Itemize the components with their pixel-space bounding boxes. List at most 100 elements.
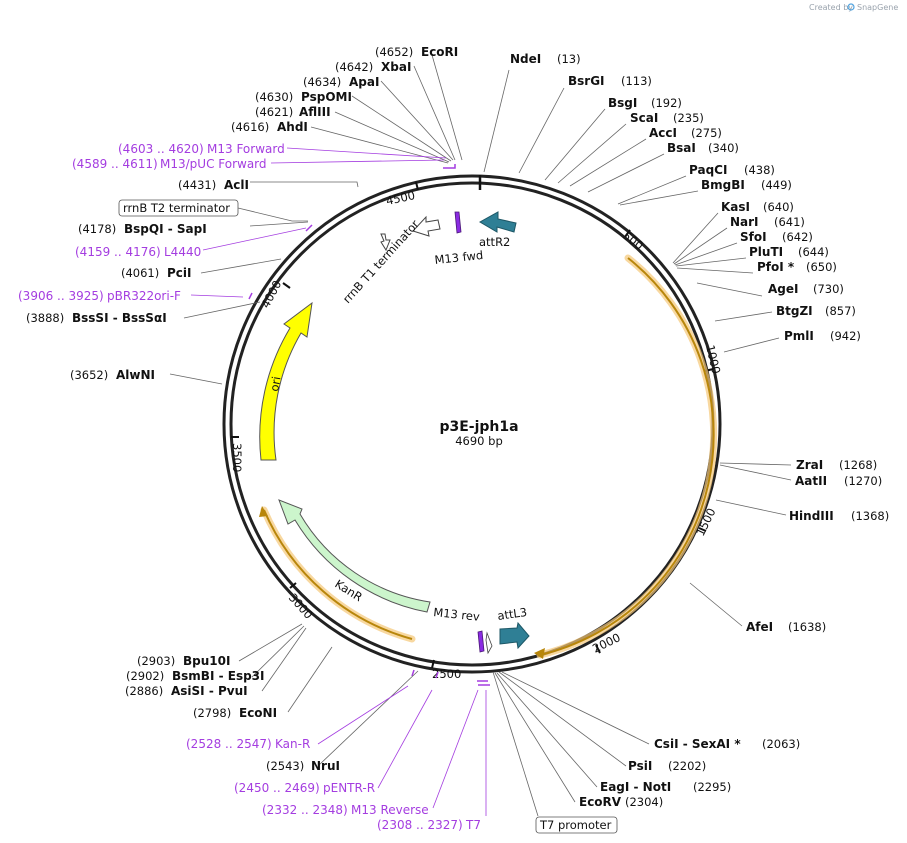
svg-text:(13): (13)	[557, 52, 581, 66]
svg-text:NdeI: NdeI	[510, 52, 541, 66]
primer-callout-lines	[190, 147, 487, 816]
feature-label-rrnb-t1: rrnB T1 terminator	[340, 217, 422, 306]
boxed-label-t7-promoter: T7 promoter	[535, 816, 618, 834]
site-bmgbi[interactable]: BmgBI(449)	[701, 178, 792, 192]
site-econi[interactable]: (2798) EcoNI	[193, 706, 277, 720]
primer-kan-r[interactable]: (2528 .. 2547)Kan-R	[186, 737, 310, 751]
primer-t7[interactable]: (2308 .. 2327)T7	[377, 818, 481, 832]
site-bsrgi[interactable]: BsrGI(113)	[568, 74, 652, 88]
svg-text:T7 promoter: T7 promoter	[539, 818, 612, 832]
svg-text:pBR322ori-F: pBR322ori-F	[107, 289, 181, 303]
feature-m13-rev: M13 rev	[433, 605, 493, 655]
svg-text:AhdI: AhdI	[277, 120, 308, 134]
credit-prefix: Created by	[809, 3, 853, 12]
primer-m13-forward[interactable]: (4603 .. 4620)M13 Forward	[118, 142, 285, 156]
site-nrui[interactable]: (2543)NruI	[266, 759, 340, 773]
site-pluti[interactable]: PluTI (644)	[749, 245, 829, 259]
primer-m13-reverse[interactable]: (2332 .. 2348)M13 Reverse	[262, 803, 429, 817]
site-csii-sexai[interactable]: CsiI - SexAI *(2063)	[654, 737, 800, 751]
site-pmli[interactable]: PmlI(942)	[784, 329, 861, 343]
site-xbai[interactable]: (4642)XbaI	[335, 60, 411, 74]
svg-text:(4431): (4431)	[178, 178, 216, 192]
site-aatii[interactable]: AatII(1270)	[795, 474, 882, 488]
site-bsai[interactable]: BsaI(340)	[667, 141, 739, 155]
site-eagi-noti[interactable]: EagI - NotI(2295)	[600, 780, 731, 794]
site-bsgi[interactable]: BsgI(192)	[608, 96, 682, 110]
feature-attl3: attL3	[496, 605, 530, 650]
svg-text:(4589 .. 4611): (4589 .. 4611)	[72, 157, 158, 171]
svg-text:ZraI: ZraI	[796, 458, 823, 472]
site-pcii[interactable]: (4061)PciI	[121, 266, 192, 280]
site-paqci[interactable]: PaqCI(438)	[689, 163, 775, 177]
svg-text:(4652): (4652)	[375, 45, 413, 59]
svg-text:EcoRV: EcoRV	[579, 795, 622, 809]
site-bspqi-sapi[interactable]: (4178)BspQI - SapI	[78, 222, 207, 236]
svg-text:Kan-R: Kan-R	[275, 737, 310, 751]
feature-label-m13-fwd: M13 fwd	[434, 248, 484, 267]
primer-l4440[interactable]: (4159 .. 4176)L4440	[75, 245, 201, 259]
site-asisi-pvui[interactable]: (2886)AsiSI - PvuI	[125, 684, 248, 698]
svg-text:(644): (644)	[798, 245, 829, 259]
svg-text:BtgZI: BtgZI	[776, 304, 813, 318]
site-afliii[interactable]: (4621)AflIII	[255, 105, 331, 119]
site-pfoi[interactable]: PfoI *(650)	[757, 260, 837, 274]
site-apai[interactable]: (4634)ApaI	[303, 75, 379, 89]
tick-3500: 3500	[230, 436, 244, 472]
site-bsssi[interactable]: (3888)BssSI - BssSαI	[26, 311, 167, 325]
tick-500: 500	[620, 228, 646, 253]
svg-text:(2543): (2543)	[266, 759, 304, 773]
svg-text:(2902): (2902)	[126, 669, 164, 683]
site-ahdi[interactable]: (4616)AhdI	[231, 120, 308, 134]
svg-text:(2332 .. 2348): (2332 .. 2348)	[262, 803, 348, 817]
tick-label-2500: 2500	[432, 667, 461, 681]
site-sfoi[interactable]: SfoI(642)	[740, 230, 813, 244]
svg-text:(4178): (4178)	[78, 222, 116, 236]
svg-text:EagI - NotI: EagI - NotI	[600, 780, 671, 794]
tick-label-3000: 3000	[286, 591, 316, 622]
svg-text:EcoNI: EcoNI	[239, 706, 277, 720]
svg-text:PsiI: PsiI	[628, 759, 652, 773]
site-scai[interactable]: ScaI(235)	[630, 111, 704, 125]
svg-text:XbaI: XbaI	[381, 60, 411, 74]
svg-text:(4603 .. 4620): (4603 .. 4620)	[118, 142, 204, 156]
site-callout-lines	[169, 54, 792, 817]
site-ecorv[interactable]: EcoRV(2304)	[579, 795, 663, 809]
primer-pbr322ori-f[interactable]: (3906 .. 3925)pBR322ori-F	[18, 289, 181, 303]
svg-text:M13 Forward: M13 Forward	[207, 142, 285, 156]
site-pspomi[interactable]: (4630)PspOMI	[255, 90, 352, 104]
site-psii[interactable]: PsiI(2202)	[628, 759, 706, 773]
site-alwni[interactable]: (3652)AlwNI	[70, 368, 155, 382]
tick-label-4500: 4500	[385, 188, 417, 208]
site-ndei[interactable]: NdeI (13)	[510, 52, 581, 66]
site-bpu10i[interactable]: (2903)Bpu10I	[137, 654, 230, 668]
site-zrai[interactable]: ZraI(1268)	[796, 458, 877, 472]
site-acli[interactable]: (4431)AclI	[178, 178, 249, 192]
svg-text:BsrGI: BsrGI	[568, 74, 605, 88]
svg-text:(730): (730)	[813, 282, 844, 296]
svg-text:(1368): (1368)	[851, 509, 889, 523]
primer-pentr-r[interactable]: (2450 .. 2469)pENTR-R	[234, 781, 375, 795]
backbone-outer-strand	[222, 174, 722, 674]
svg-text:(2798): (2798)	[193, 706, 231, 720]
boxed-label-rrnb-t2: rrnB T2 terminator	[118, 199, 308, 222]
svg-text:(3906 .. 3925): (3906 .. 3925)	[18, 289, 104, 303]
site-ecori[interactable]: (4652)EcoRI	[375, 45, 458, 59]
site-agei[interactable]: AgeI(730)	[768, 282, 844, 296]
svg-text:PluTI: PluTI	[749, 245, 783, 259]
credit-brand: SnapGene	[857, 3, 898, 12]
site-kasi[interactable]: KasI(640)	[721, 200, 794, 214]
svg-text:BmgBI: BmgBI	[701, 178, 745, 192]
svg-text:(2903): (2903)	[137, 654, 175, 668]
site-bsmbi-esp3i[interactable]: (2902)BsmBI - Esp3I	[126, 669, 264, 683]
site-nari[interactable]: NarI(641)	[730, 215, 805, 229]
site-acci[interactable]: AccI(275)	[649, 126, 722, 140]
svg-text:(2528 .. 2547): (2528 .. 2547)	[186, 737, 272, 751]
svg-text:(2886): (2886)	[125, 684, 163, 698]
orf-arc-right	[534, 254, 718, 659]
primer-m13-puc-forward[interactable]: (4589 .. 4611)M13/pUC Forward	[72, 157, 267, 171]
site-btgzi[interactable]: BtgZI(857)	[776, 304, 856, 318]
site-hindiii[interactable]: HindIII(1368)	[789, 509, 889, 523]
svg-text:(275): (275)	[691, 126, 722, 140]
svg-text:(2304): (2304)	[625, 795, 663, 809]
site-afei[interactable]: AfeI(1638)	[746, 620, 826, 634]
